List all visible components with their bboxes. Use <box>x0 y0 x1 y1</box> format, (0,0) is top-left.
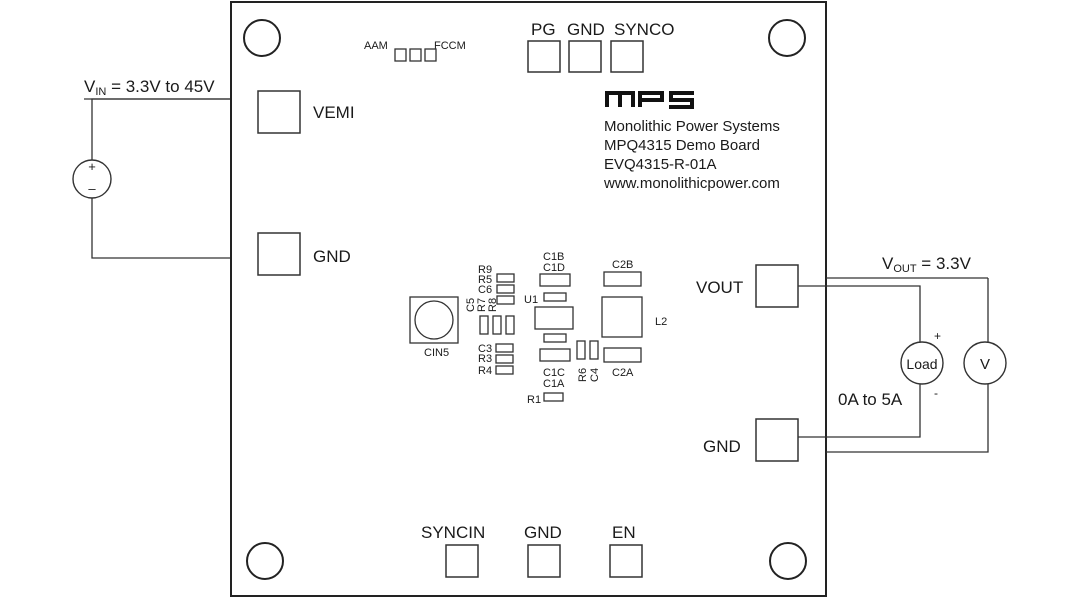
company-website: www.monolithicpower.com <box>603 175 780 192</box>
load-minus-sign: - <box>934 386 938 400</box>
vin-negative-wire <box>91 198 232 259</box>
jumper-pin <box>424 48 437 62</box>
syncin-test-pad <box>445 544 479 578</box>
gnd-left-test-pad <box>257 232 301 276</box>
r8-footprint <box>505 315 515 335</box>
c1b-label: C1B <box>543 251 564 263</box>
mounting-hole-icon <box>768 19 806 57</box>
gnd-bottom-pad-label: GND <box>524 523 562 542</box>
r9-label: R9 <box>478 264 492 276</box>
voltmeter-label: V <box>980 356 990 373</box>
r1-label: R1 <box>527 394 541 406</box>
cin5-label: CIN5 <box>424 347 449 359</box>
jumper-pin <box>394 48 407 62</box>
load-plus-sign: + <box>934 329 941 343</box>
c4-label: C4 <box>589 368 601 382</box>
u1-ic-footprint <box>534 306 574 330</box>
c3-label: C3 <box>478 343 492 355</box>
board-part-number: EVQ4315-R-01A <box>604 156 717 173</box>
r5-label: R5 <box>478 274 492 286</box>
synco-pad-label: SYNCO <box>614 20 674 39</box>
meter-to-gnd-wire <box>826 383 989 453</box>
pcb-board-outline <box>230 1 827 597</box>
c1c-c1a-footprint <box>539 348 571 362</box>
c4-footprint <box>589 340 599 360</box>
c1c-label: C1C <box>543 367 565 379</box>
mounting-hole-icon <box>243 19 281 57</box>
r5-footprint <box>496 284 515 294</box>
gnd-left-pad-label: GND <box>313 247 351 266</box>
vin-positive-wire <box>91 98 232 160</box>
u1-pin-footprint-lower <box>543 333 567 343</box>
syncin-pad-label: SYNCIN <box>421 523 485 542</box>
en-test-pad <box>609 544 643 578</box>
r6-label: R6 <box>577 368 589 382</box>
vin-label: VIN = 3.3V to 45V <box>84 77 215 98</box>
load-label: Load <box>906 356 937 372</box>
vemi-pad-label: VEMI <box>313 103 355 122</box>
c2b-label: C2B <box>612 259 633 271</box>
r4-footprint <box>495 365 514 375</box>
mps-logo <box>605 91 694 109</box>
r3-footprint <box>495 354 514 364</box>
c1a-label: C1A <box>543 378 565 390</box>
jumper-pin <box>409 48 422 62</box>
source-minus-sign: – <box>88 181 96 196</box>
r6-footprint <box>576 340 586 360</box>
vout-pad-label: VOUT <box>696 278 743 297</box>
r8-label: R8 <box>487 298 499 312</box>
pg-test-pad <box>527 40 561 73</box>
c2b-footprint <box>603 271 642 287</box>
load-to-gnd-wire <box>798 383 921 438</box>
r1-footprint <box>543 392 564 402</box>
en-pad-label: EN <box>612 523 636 542</box>
voltmeter-icon <box>963 341 1007 385</box>
r4-label: R4 <box>478 365 492 377</box>
vout-label: VOUT = 3.3V <box>882 254 972 275</box>
c5-label: C5 <box>465 298 477 312</box>
gnd-top-test-pad <box>568 40 602 73</box>
l2-label: L2 <box>655 316 667 328</box>
mounting-hole-icon <box>769 542 807 580</box>
r7-footprint <box>492 315 502 335</box>
load-current-range: 0A to 5A <box>838 390 903 409</box>
c6-label: C6 <box>478 284 492 296</box>
c6-footprint <box>496 295 515 305</box>
board-name: MPQ4315 Demo Board <box>604 137 760 154</box>
electronic-load-icon <box>900 341 944 385</box>
gnd-right-pad-label: GND <box>703 437 741 456</box>
r7-label: R7 <box>476 298 488 312</box>
source-plus-sign: + <box>88 159 96 174</box>
l2-inductor-footprint <box>601 296 643 338</box>
vout-test-pad <box>755 264 799 308</box>
gnd-bottom-test-pad <box>527 544 561 578</box>
gnd-top-pad-label: GND <box>567 20 605 39</box>
r3-label: R3 <box>478 353 492 365</box>
u1-label: U1 <box>524 294 538 306</box>
c1d-label: C1D <box>543 262 565 274</box>
cin5-capacitor-icon <box>414 300 454 340</box>
gnd-right-test-pad <box>755 418 799 462</box>
mounting-hole-icon <box>246 542 284 580</box>
u1-pin-footprint <box>543 292 567 302</box>
c5-footprint <box>479 315 489 335</box>
c3-footprint <box>495 343 514 353</box>
vemi-test-pad <box>257 90 301 134</box>
synco-test-pad <box>610 40 644 73</box>
r9-footprint <box>496 273 515 283</box>
vout-to-load-wire <box>798 285 921 343</box>
fccm-jumper-label: FCCM <box>434 40 466 52</box>
company-name: Monolithic Power Systems <box>604 118 780 135</box>
aam-jumper-label: AAM <box>364 40 388 52</box>
c1b-c1d-footprint <box>539 273 571 287</box>
pg-pad-label: PG <box>531 20 556 39</box>
c2a-label: C2A <box>612 367 634 379</box>
c2a-footprint <box>603 347 642 363</box>
input-voltage-source-icon <box>72 159 112 199</box>
